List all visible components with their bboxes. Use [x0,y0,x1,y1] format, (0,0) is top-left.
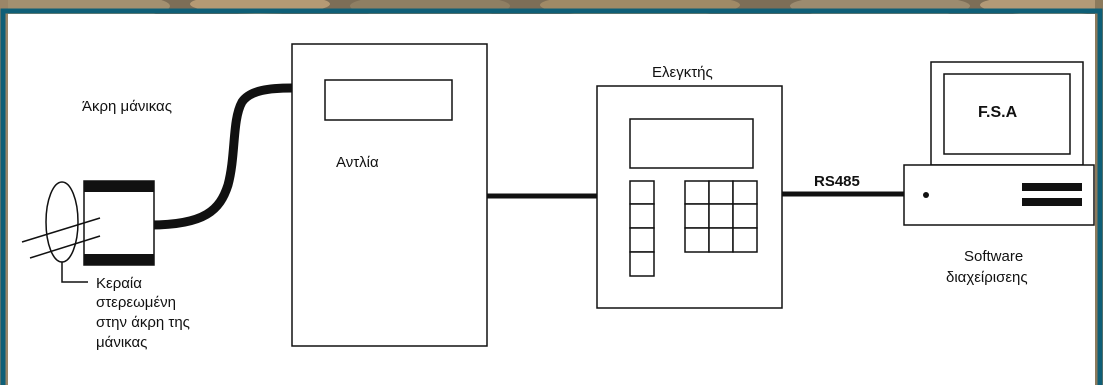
controller-display [629,118,754,169]
antenna-label-line4: μάνικας [96,334,147,351]
drive-slot-bottom [1022,198,1082,206]
pump-unit [291,43,488,347]
power-led [923,192,929,198]
hose-cable [149,83,293,230]
antenna-label-line3: στην άκρη της [96,314,190,331]
antenna-label-line1: Κεραία [96,275,142,292]
pump-label: Αντλία [336,154,379,171]
rs485-label: RS485 [814,173,860,190]
controller-label: Ελεγκτής [652,64,713,81]
monitor-text: F.S.A [978,104,1018,121]
controller-left-keypad [629,180,655,277]
pump-display [324,79,453,121]
hose-end-label: Άκρη μάνικας [82,98,172,115]
antenna-device [21,180,155,283]
drive-slot-top [1022,183,1082,191]
software-label-line1: Software [964,248,1023,265]
controller-numeric-keypad [684,180,758,253]
system-unit [903,164,1095,226]
computer [903,61,1095,226]
software-label-line2: διαχείρισεης [946,269,1028,286]
controller-unit [596,85,783,309]
antenna-label-line2: στερεωμένη [96,294,176,311]
monitor-screen [943,73,1071,155]
